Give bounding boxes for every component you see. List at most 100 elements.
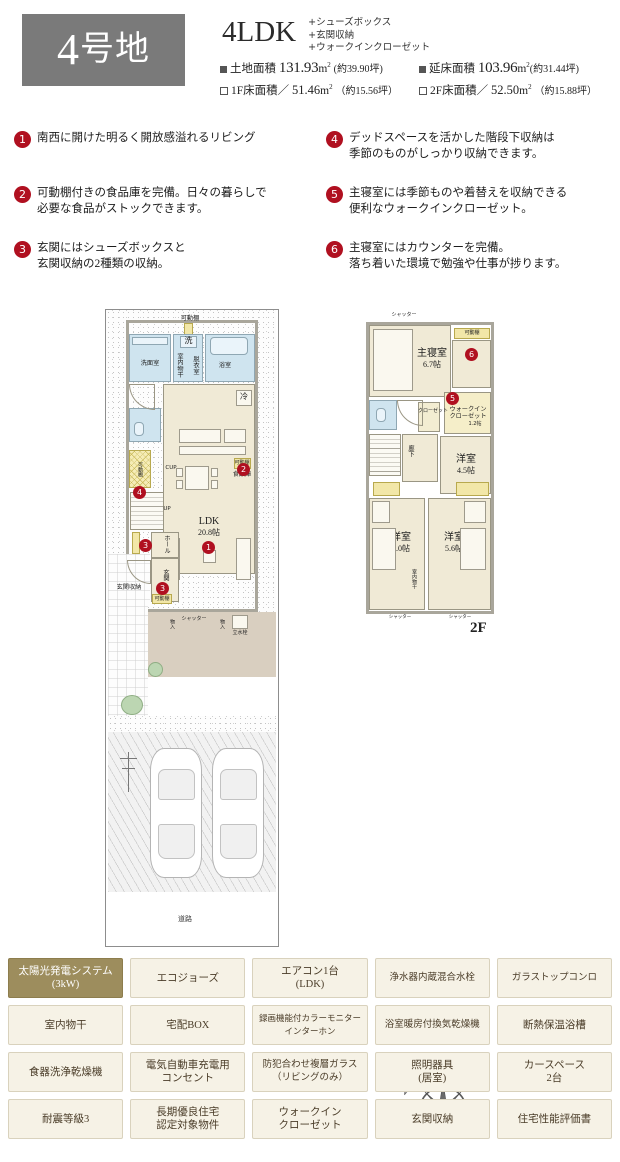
toilet-fixture xyxy=(134,422,144,436)
spec-item: 防犯合わせ複層ガラス （リビングのみ） xyxy=(252,1052,368,1092)
spec-item: ガラストップコンロ xyxy=(496,958,613,998)
utility-pole-arm xyxy=(120,758,137,759)
bed xyxy=(373,329,413,391)
spec-item: ウォークイン クローゼット xyxy=(252,1099,368,1139)
label-road: 道路 xyxy=(178,915,192,923)
toilet-fixture-2f xyxy=(376,408,386,422)
label-movable-shelf-2f: 可動棚 xyxy=(464,330,480,336)
feature-number: 4 xyxy=(326,131,343,148)
marker-3a: 3 xyxy=(139,539,152,552)
spec-row-3: 食器洗浄乾燥機 電気自動車充電用 コンセント 防犯合わせ複層ガラス （リビングの… xyxy=(8,1052,613,1092)
spec-item: 耐震等級3 xyxy=(8,1099,124,1139)
feature-list: 1 南西に開けた明るく開放感溢れるリビング 2 可動棚付きの食品庫を完備。日々の… xyxy=(0,122,620,287)
kitchen-sink-counter xyxy=(179,429,221,443)
vanity-counter xyxy=(132,337,168,345)
closet-shelf-right xyxy=(456,482,489,496)
label-corridor: 廊下 xyxy=(407,444,414,458)
feature-number: 3 xyxy=(14,241,31,258)
spec-item: 電気自動車充電用 コンセント xyxy=(130,1052,246,1092)
label-storage-in: 物入 xyxy=(169,619,175,629)
marker-6: 6 xyxy=(465,348,478,361)
area-land: 土地面積 131.93m2 (約39.90坪) xyxy=(220,60,419,77)
label-room-a: 洋室 xyxy=(456,454,476,465)
bed-b xyxy=(372,528,396,570)
feature-number: 1 xyxy=(14,131,31,148)
label-room-c-size: 5.6帖 xyxy=(445,544,463,553)
closet-shelf-left xyxy=(373,482,400,496)
wall xyxy=(126,609,258,612)
label-room-c: 洋室 xyxy=(444,532,464,543)
spec-item: 照明器具 (居室) xyxy=(374,1052,490,1092)
filled-square-icon xyxy=(220,65,227,73)
utility-pole-arm xyxy=(122,768,135,769)
spec-item: 長期優良住宅 認定対象物件 xyxy=(130,1099,246,1139)
spec-row-4: 耐震等級3 長期優良住宅 認定対象物件 ウォークイン クローゼット 玄関収納 住… xyxy=(8,1099,613,1139)
room-changing xyxy=(173,334,203,382)
label-entrance-storage: 玄関収納 xyxy=(116,584,142,591)
plan-type: 4LDK xyxy=(222,16,297,48)
bathtub xyxy=(210,337,248,355)
dining-chair xyxy=(176,480,183,489)
label-washroom: 洗面室 xyxy=(140,360,160,367)
marker-3b: 3 xyxy=(156,582,169,595)
label-indoor-dry-2f: 室内物干 xyxy=(411,569,417,589)
spec-item: 太陽光発電システム (3kW) xyxy=(8,958,124,998)
feature-text: 可動棚付きの食品庫を完備。日々の暮らしで 必要な食品がストックできます。 xyxy=(37,187,267,215)
label-wic: ウォークイン クローゼット xyxy=(449,406,487,420)
car-2 xyxy=(212,748,264,878)
filled-square-icon xyxy=(419,65,426,73)
area-1f: 1F床面積／ 51.46m2 （約15.56坪） xyxy=(220,82,419,98)
spec-row-2: 室内物干 宅配BOX 録画機能付カラーモニター インターホン 浴室暖房付換気乾燥… xyxy=(8,1005,613,1045)
feature-text: 主寝室には季節ものや着替えを収納できる 便利なウォークインクローゼット。 xyxy=(349,187,568,215)
corridor xyxy=(402,434,438,482)
label-hall: ホール xyxy=(163,534,170,554)
label-shutter: シャッター xyxy=(181,616,207,622)
label-stairs-up: UP xyxy=(163,506,171,512)
spec-item: エアコン1台 (LDK) xyxy=(252,958,368,998)
marker-5: 5 xyxy=(446,392,459,405)
label-shutter-b1: シャッター xyxy=(388,615,412,620)
marker-2: 2 xyxy=(237,463,250,476)
open-square-icon xyxy=(220,87,228,96)
label-room-a-size: 4.5帖 xyxy=(457,466,475,475)
feature-item-2: 2 可動棚付きの食品庫を完備。日々の暮らしで 必要な食品がストックできます。 xyxy=(14,185,314,217)
feature-text: デッドスペースを活かした階段下収納は 季節のものがしっかり収納できます。 xyxy=(349,132,555,160)
floor-plan-1f: 可動棚 洗面室 洗 室内物干 脱衣室 浴室 LDK 20.8帖 1 冷 可 xyxy=(105,309,279,947)
feature-item-1: 1 南西に開けた明るく開放感溢れるリビング xyxy=(14,130,314,148)
marker-1: 1 xyxy=(202,541,215,554)
label-faucet: 立水栓 xyxy=(232,630,248,636)
desk xyxy=(372,501,390,523)
tv-board xyxy=(236,538,251,580)
dining-chair xyxy=(211,480,218,489)
label-entrance-shelf: 可動棚 xyxy=(154,596,170,602)
movable-shelf-2f xyxy=(454,328,490,339)
label-indoor-dry: 室内物干 xyxy=(176,352,183,378)
feature-item-3: 3 玄関にはシューズボックスと 玄関収納の2種類の収納。 xyxy=(14,240,314,272)
wall xyxy=(126,320,258,323)
label-room-b: 洋室 xyxy=(391,532,411,543)
terrace xyxy=(147,612,276,677)
spec-item: 住宅性能評価書 xyxy=(496,1099,613,1139)
door-swing xyxy=(397,400,423,426)
road-area xyxy=(108,898,276,942)
label-closet: クローゼット xyxy=(418,408,449,414)
desk-c xyxy=(464,501,486,523)
plan-extra-item: +シューズボックス xyxy=(308,17,392,28)
floor-plans: 可動棚 洗面室 洗 室内物干 脱衣室 浴室 LDK 20.8帖 1 冷 可 xyxy=(0,300,620,1139)
lot-suffix: 号地 xyxy=(80,31,150,68)
feature-text: 玄関にはシューズボックスと 玄関収納の2種類の収納。 xyxy=(37,242,186,270)
label-changing: 脱衣室 xyxy=(192,355,199,375)
dining-table xyxy=(185,466,209,490)
wall xyxy=(255,320,258,612)
label-shutter-2f: シャッター xyxy=(391,312,417,318)
outdoor-faucet xyxy=(232,615,248,629)
plan-extra-item: +玄関収納 xyxy=(308,29,355,41)
spec-item: 玄関収納 xyxy=(374,1099,490,1139)
staircase xyxy=(130,492,164,530)
plan-extras-list: +シューズボックス +玄関収納 +ウォークインクローゼット xyxy=(308,17,430,55)
label-fridge: 冷 xyxy=(240,392,248,401)
label-shutter-b2: シャッター xyxy=(448,615,472,620)
lot-number: 4 xyxy=(57,25,80,74)
area-2f: 2F床面積／ 52.50m2 （約15.88坪） xyxy=(419,82,618,98)
